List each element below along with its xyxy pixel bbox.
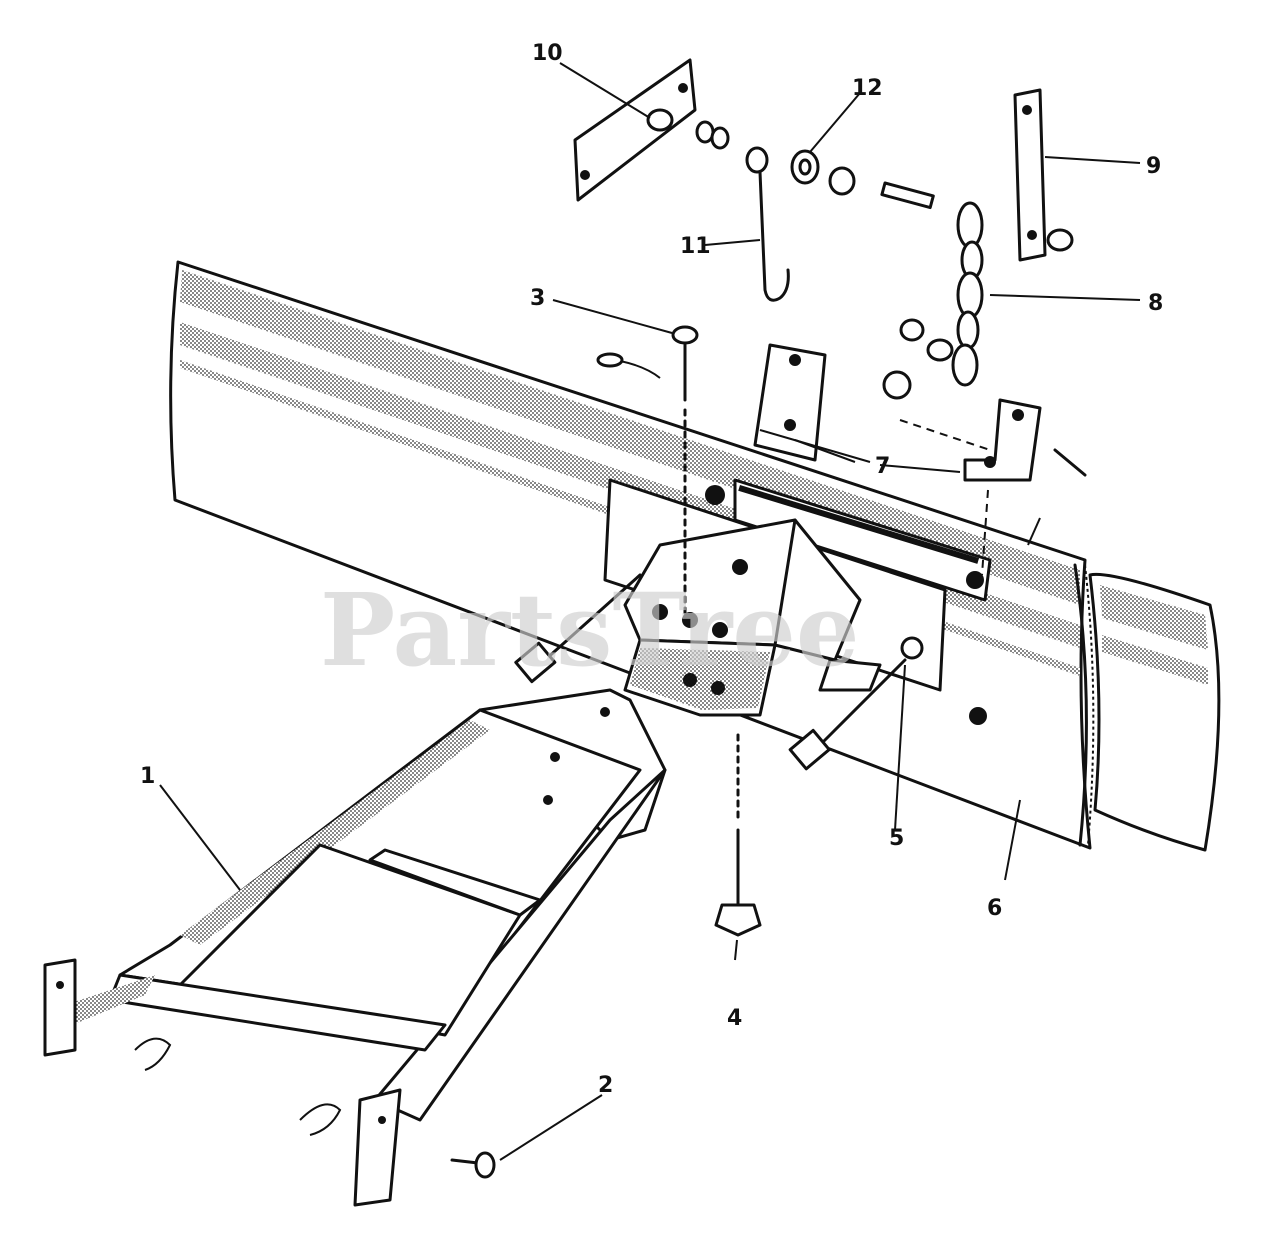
plate-10 xyxy=(573,58,730,202)
washer-12 xyxy=(790,149,856,196)
bolt-4 xyxy=(714,733,762,937)
callout-12: 12 xyxy=(852,76,883,101)
bolt-left xyxy=(514,573,642,684)
callout-1: 1 xyxy=(140,764,155,789)
angle-bracket-upper xyxy=(753,343,827,462)
plate-9 xyxy=(880,88,1074,262)
bolt-7 xyxy=(882,370,1087,477)
watermark: PartsTree xyxy=(320,571,860,689)
chain xyxy=(899,201,984,387)
pivot-bracket xyxy=(623,518,882,717)
callout-11: 11 xyxy=(680,234,711,259)
a-frame xyxy=(43,688,667,1207)
callout-8: 8 xyxy=(1148,291,1163,316)
pin-3 xyxy=(596,325,699,622)
callout-6: 6 xyxy=(987,896,1002,921)
callout-2: 2 xyxy=(598,1073,613,1098)
leader-lines xyxy=(159,62,1141,1161)
angle-bracket-lower xyxy=(899,398,1042,576)
callout-5: 5 xyxy=(889,826,904,851)
pin-2 xyxy=(450,1151,496,1179)
callout-3: 3 xyxy=(530,286,545,311)
hook-11 xyxy=(745,146,790,302)
callout-7: 7 xyxy=(875,454,890,479)
callout-9: 9 xyxy=(1146,154,1161,179)
callout-4: 4 xyxy=(727,1006,742,1031)
bolt-5 xyxy=(788,636,924,771)
callout-10: 10 xyxy=(532,41,563,66)
